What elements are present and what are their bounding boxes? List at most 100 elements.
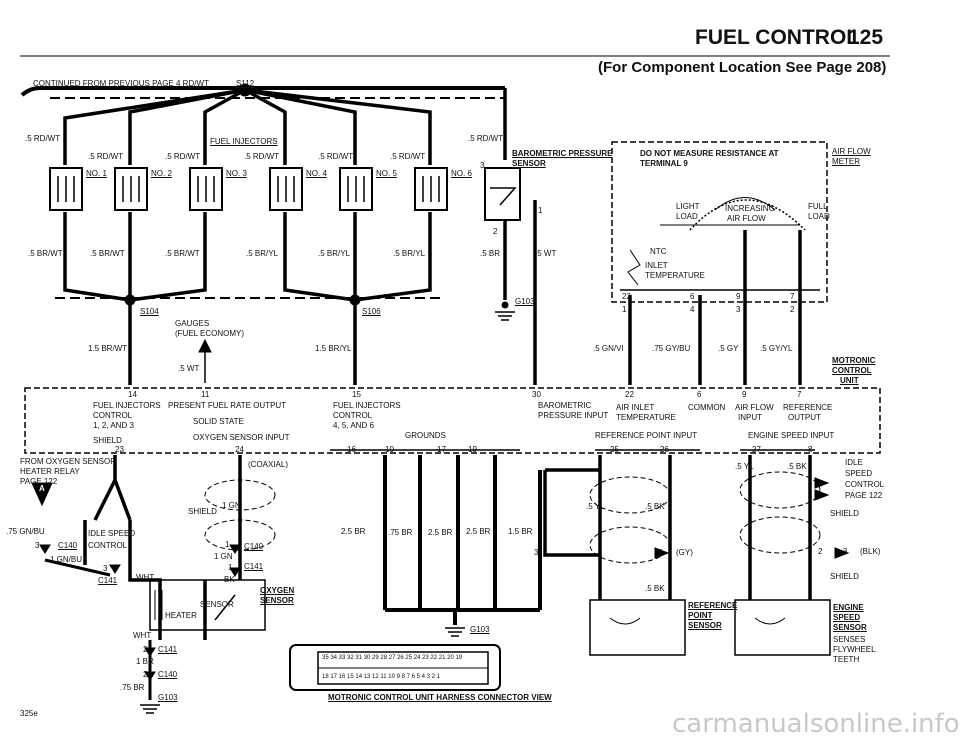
wire-label: .5 GY [718, 344, 739, 353]
pin-label: 3 [35, 541, 40, 550]
wire-label: .5 BK [645, 502, 665, 511]
inlet-label: INLET [645, 261, 668, 270]
idle-control-ref-3: CONTROL [845, 480, 885, 489]
ecu-pin: 19 [468, 445, 477, 454]
wire-color-label: WHT [133, 631, 152, 640]
pin-label: 2 [658, 548, 663, 557]
ecu-function: AIR INLET [616, 403, 655, 412]
wire-label: .5 BR/YL [246, 249, 279, 258]
ecu-pin: 9 [742, 390, 747, 399]
injectors-header: FUEL INJECTORS [210, 137, 278, 146]
pin-label: 1 [225, 540, 230, 549]
wire-label: .5 RD/WT [88, 152, 124, 161]
wire-label: .5 GY/YL [760, 344, 793, 353]
wire-label: .75 GN/BU [6, 527, 45, 536]
splice-s104: S104 [140, 307, 159, 316]
gauges-label: GAUGES [175, 319, 210, 328]
ref-sensor-name: REFERENCE [688, 601, 738, 610]
ecu-pin: 26 [660, 445, 669, 454]
ecu-function: GROUNDS [405, 431, 446, 440]
baro-pin-2: 2 [493, 227, 498, 236]
increasing-label: INCREASING [725, 204, 775, 213]
ecu-function: 4, 5, AND 6 [333, 421, 374, 430]
airflow-meter-name-2: METER [832, 157, 860, 166]
caution-note: DO NOT MEASURE RESISTANCE AT [640, 149, 779, 158]
ecu-pin: 24 [235, 445, 244, 454]
shield-label: SHIELD [830, 509, 859, 518]
o2-relay-label: FROM OXYGEN SENSOR [20, 457, 117, 466]
wire-label: .5 BR/WT [90, 249, 125, 258]
wire-label: .5 RD/WT [165, 152, 201, 161]
page-code: 325e [20, 709, 38, 718]
wire-label: 1.5 BR/YL [315, 344, 352, 353]
idle-control-ref-2: SPEED [845, 469, 873, 478]
feed-wire-label: 4 RD/WT [176, 79, 209, 88]
wire-label: .5 BR [480, 249, 501, 258]
connector-a-label: A [39, 484, 45, 493]
airflow-label: AIR FLOW [727, 214, 766, 223]
ecu-function: PRESENT FUEL RATE OUTPUT [168, 401, 287, 410]
harness-connector-caption: MOTRONIC CONTROL UNIT HARNESS CONNECTOR … [328, 693, 552, 702]
wire-label: .5 BK [787, 462, 807, 471]
ecu-pin: 7 [797, 390, 802, 399]
injector-1-label: NO. 1 [86, 169, 107, 178]
connector-c141: C141 [98, 576, 118, 585]
baro-pin-3: 3 [480, 161, 485, 170]
injector-5-label: NO. 5 [376, 169, 397, 178]
ecu-pin: 23 [115, 445, 124, 454]
ecu-function: PRESSURE INPUT [538, 411, 609, 420]
continued-label: CONTINUED FROM PREVIOUS PAGE [33, 79, 174, 88]
connector-c141: C141 [244, 562, 264, 571]
baro-sensor-name-2: SENSOR [512, 159, 546, 168]
pin-label: 3 [736, 305, 741, 314]
ecu-pin: 30 [532, 390, 541, 399]
idle-control-ref-4: PAGE 122 [845, 491, 883, 500]
splice-s106: S106 [362, 307, 381, 316]
ecu-pin: 25 [610, 445, 619, 454]
ecu-function: BAROMETRIC [538, 401, 592, 410]
wire-label: 1 GN [214, 552, 233, 561]
wire-label: .75 BR [388, 528, 413, 537]
load-label: LOAD [808, 212, 830, 221]
ecu-function: OUTPUT [788, 413, 821, 422]
wire-label: .5 RD/WT [25, 134, 61, 143]
pin-label: 3 [843, 547, 848, 556]
pin-label: 2 [143, 670, 148, 679]
splice-s112: S112 [236, 79, 255, 88]
pin-label: 7 [790, 292, 795, 301]
ecu-function: TEMPERATURE [616, 413, 676, 422]
o2-relay-label-2: HEATER RELAY [20, 467, 80, 476]
ecu-pin: 15 [352, 390, 361, 399]
wire-label: .5 RD/WT [468, 134, 504, 143]
ecu-pin: 27 [752, 445, 761, 454]
full-label: FULL [808, 202, 828, 211]
pin-label: 9 [736, 292, 741, 301]
wire-label: .5 WT [178, 364, 200, 373]
wire-label: .5 GN/VI [593, 344, 624, 353]
engine-speed-note-3: TEETH [833, 655, 860, 664]
ecu-pin: 6 [697, 390, 702, 399]
pin-label: 4 [690, 305, 695, 314]
ecu-name-2: CONTROL [832, 366, 872, 375]
wire-label: .5 RD/WT [318, 152, 354, 161]
ecu-function: REFERENCE [783, 403, 833, 412]
injector-4-label: NO. 4 [306, 169, 327, 178]
pin-label: 22 [622, 292, 631, 301]
airflow-meter-name: AIR FLOW [832, 147, 871, 156]
ecu-function: ENGINE SPEED INPUT [748, 431, 835, 440]
coaxial-label: (COAXIAL) [248, 460, 289, 469]
oxygen-sensor-name-2: SENSOR [260, 596, 294, 605]
ground-g103: G103 [515, 297, 535, 306]
ecu-function: FUEL INJECTORS [93, 401, 161, 410]
wire-label: 1.5 BR/WT [88, 344, 128, 353]
gy-label: (GY) [676, 548, 693, 557]
wire-label: .75 BR [120, 683, 145, 692]
ecu-name: MOTRONIC [832, 356, 876, 365]
o2-relay-label-3: PAGE 122 [20, 477, 58, 486]
light-label: LIGHT [676, 202, 700, 211]
ecu-pin: 11 [201, 390, 210, 399]
wire-label: 2.5 BR [341, 527, 366, 536]
shield-label: SHIELD [830, 572, 859, 581]
wire-label: 1 BR [136, 657, 154, 666]
